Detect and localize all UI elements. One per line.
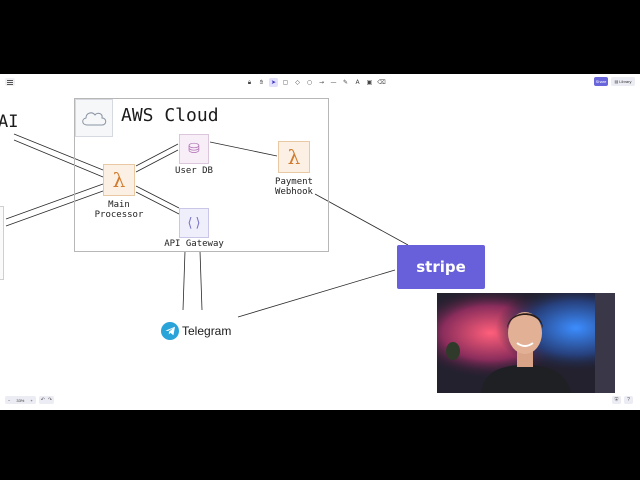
undo-icon[interactable]: ↶ (40, 397, 45, 403)
arrow-webhook-to-db (209, 141, 278, 157)
main-menu-button[interactable] (5, 78, 15, 86)
offscreen-node (0, 206, 4, 280)
ellipse-icon[interactable]: ○ (306, 78, 313, 86)
shield-icon[interactable]: ⛨ (612, 396, 621, 404)
arrow-telegram-to-stripe (237, 269, 396, 318)
cloud-icon (75, 99, 113, 137)
arrow-processor-to-db (135, 143, 179, 167)
diamond-icon[interactable]: ◇ (295, 78, 300, 86)
user-db-label: User DB (175, 166, 213, 176)
api-gateway-label: API Gateway (164, 239, 224, 249)
arrow-ai-to-processor (13, 133, 104, 171)
connector-lines (5, 133, 409, 318)
pencil-icon[interactable]: ✎ (342, 78, 349, 86)
zoom-in-button[interactable]: + (30, 397, 33, 403)
ai-node-label: AI (0, 112, 19, 132)
eraser-icon[interactable]: ⌫ (377, 78, 386, 86)
text-icon[interactable]: A (355, 78, 360, 86)
aws-cloud-group[interactable] (74, 98, 329, 252)
main-processor-label: Main Processor (94, 200, 144, 220)
aws-cloud-title: AWS Cloud (121, 105, 219, 126)
telegram-label: Telegram (182, 324, 232, 338)
selection-icon[interactable]: ➤ (269, 78, 278, 87)
arrow-gateway-to-telegram (182, 250, 186, 311)
help-icon[interactable]: ? (624, 396, 633, 404)
image-icon[interactable]: ▣ (366, 78, 373, 86)
payment-webhook-label: Payment Webhook (275, 177, 313, 197)
hand-icon[interactable]: ✋︎ (259, 78, 264, 86)
shape-toolbar: 🔒︎ ✋︎ ➤ ▢ ◇ ○ → — ✎ A ▣ ⌫ (245, 76, 386, 89)
arrow-processor-to-left (5, 190, 104, 227)
arrow-processor-to-ai (13, 139, 104, 178)
line-icon[interactable]: — (330, 78, 337, 86)
library-label: Library (619, 79, 632, 84)
rectangle-icon[interactable]: ▢ (282, 78, 289, 86)
arrow-processor-to-gateway (135, 185, 180, 209)
whiteboard-canvas[interactable]: 🔒︎ ✋︎ ➤ ▢ ◇ ○ → — ✎ A ▣ ⌫ Share ▤ Librar… (0, 74, 640, 410)
webcam-overlay (437, 293, 615, 393)
zoom-out-button[interactable]: − (8, 397, 11, 403)
lambda-icon[interactable]: λ (278, 141, 310, 173)
footer-right-controls: ⛨ ? (612, 396, 633, 404)
arrow-gateway-to-processor (135, 191, 180, 215)
zoom-controls: − 33% + ↶ ↷ (5, 396, 55, 404)
library-button[interactable]: ▤ Library (611, 77, 635, 86)
redo-icon[interactable]: ↷ (47, 397, 53, 403)
share-button[interactable]: Share (594, 77, 608, 86)
lambda-icon[interactable]: λ (103, 164, 135, 196)
telegram-node[interactable]: Telegram (161, 322, 231, 340)
telegram-icon (161, 322, 179, 340)
api-gateway-icon[interactable]: ⟨⟩ (179, 208, 209, 238)
library-icon: ▤ (614, 79, 619, 84)
arrow-telegram-to-gateway (199, 250, 203, 311)
zoom-level[interactable]: 33% (16, 397, 25, 403)
lock-icon[interactable]: 🔒︎ (247, 78, 252, 86)
arrow-icon[interactable]: → (318, 78, 325, 86)
menu-icon (7, 80, 13, 81)
zoom-group: − 33% + (5, 396, 36, 404)
undo-redo-group: ↶ ↷ (38, 396, 55, 404)
database-icon[interactable]: ⛁ (179, 134, 209, 164)
arrow-stripe-to-webhook (314, 193, 409, 246)
arrow-left-to-processor (5, 183, 104, 220)
stripe-node[interactable]: stripe (397, 245, 485, 289)
arrow-db-to-processor (135, 149, 179, 173)
